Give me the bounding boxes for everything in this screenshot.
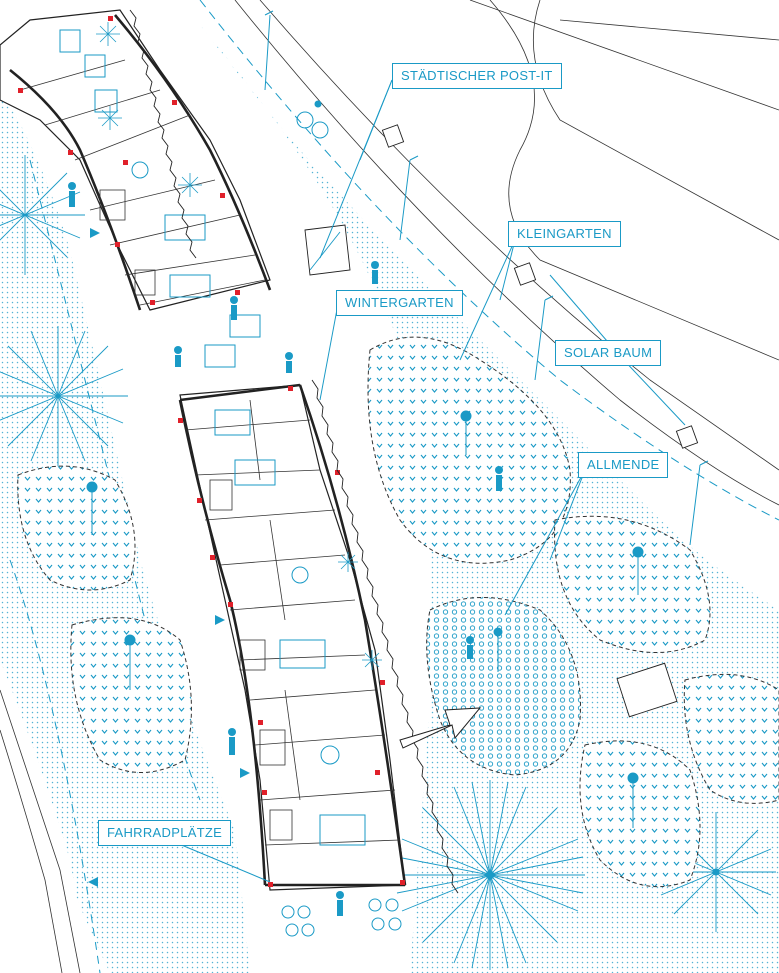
label-allmende: ALLMENDE — [578, 452, 669, 478]
label-kleingarten: KLEINGARTEN — [508, 221, 621, 247]
label-fahrradplaetze: FAHRRADPLÄTZE — [98, 820, 232, 846]
connection-arrow — [399, 707, 482, 749]
kleingarten-plots — [17, 336, 779, 888]
playground-icon — [616, 662, 678, 718]
wall-markers — [18, 16, 405, 887]
courtyard-tables — [204, 314, 261, 368]
wintergarten-facade — [129, 9, 197, 259]
label-wintergarten: WINTERGARTEN — [336, 290, 463, 316]
leader-lines — [159, 79, 686, 883]
allmende-plot — [426, 597, 581, 776]
sunburst-tree-left — [0, 155, 128, 466]
cyclist-icon — [296, 100, 329, 139]
solar-tree-icons — [381, 124, 699, 449]
tree-pins — [86, 410, 644, 828]
label-staedtischer-post-it: STÄDTISCHER POST-IT — [392, 63, 562, 89]
bicycle-parking-icons — [281, 898, 402, 937]
residential-building — [0, 9, 459, 894]
direction-arrows — [88, 228, 250, 887]
label-solar-baum: SOLAR BAUM — [555, 340, 662, 366]
sunburst-tree-bottom — [395, 780, 776, 970]
people-icons — [68, 182, 503, 916]
post-it-structure — [304, 224, 351, 276]
